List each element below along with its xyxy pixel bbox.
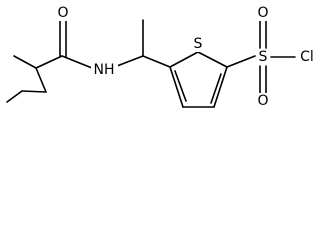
bond-ch-thiophene [142, 55, 171, 68]
atom-label-o-sulfonyl-top: O [257, 5, 268, 21]
atom-label-s-ring: S [194, 36, 203, 52]
bond-ch-carbonyl [35, 55, 63, 69]
bond-ethyl-ch2 [21, 90, 47, 93]
bond-ch2-ch [35, 67, 47, 93]
bond-ring-c3-c2 [169, 66, 184, 108]
bond-ring-c4-c4-inner [210, 73, 222, 104]
bond-ring-c5-c4 [213, 66, 228, 108]
bond-nh-ch [116, 55, 144, 67]
atom-label-o-amide: O [57, 5, 68, 21]
bond-ring-c3-c2-inner [174, 70, 187, 102]
atom-label-cl: Cl [300, 49, 314, 65]
atom-labels: O NH S S O O Cl [56, 5, 318, 109]
bond-ring-c2-s [169, 51, 199, 68]
atom-label-nh: NH [94, 62, 115, 78]
bond-methyl-branch [13, 55, 37, 69]
atom-label-s-sulfonyl: S [259, 49, 268, 65]
bond-ring-s-c5 [197, 51, 228, 68]
bond-ethyl-ch3 [6, 90, 23, 103]
atom-label-o-sulfonyl-bottom: O [257, 93, 268, 109]
bond-carbonyl-nh [61, 55, 93, 69]
bond-c5-sulfonyl [226, 55, 256, 68]
bonds [6, 19, 296, 108]
chemical-structure-diagram: O NH S S O O Cl [6, 5, 318, 109]
